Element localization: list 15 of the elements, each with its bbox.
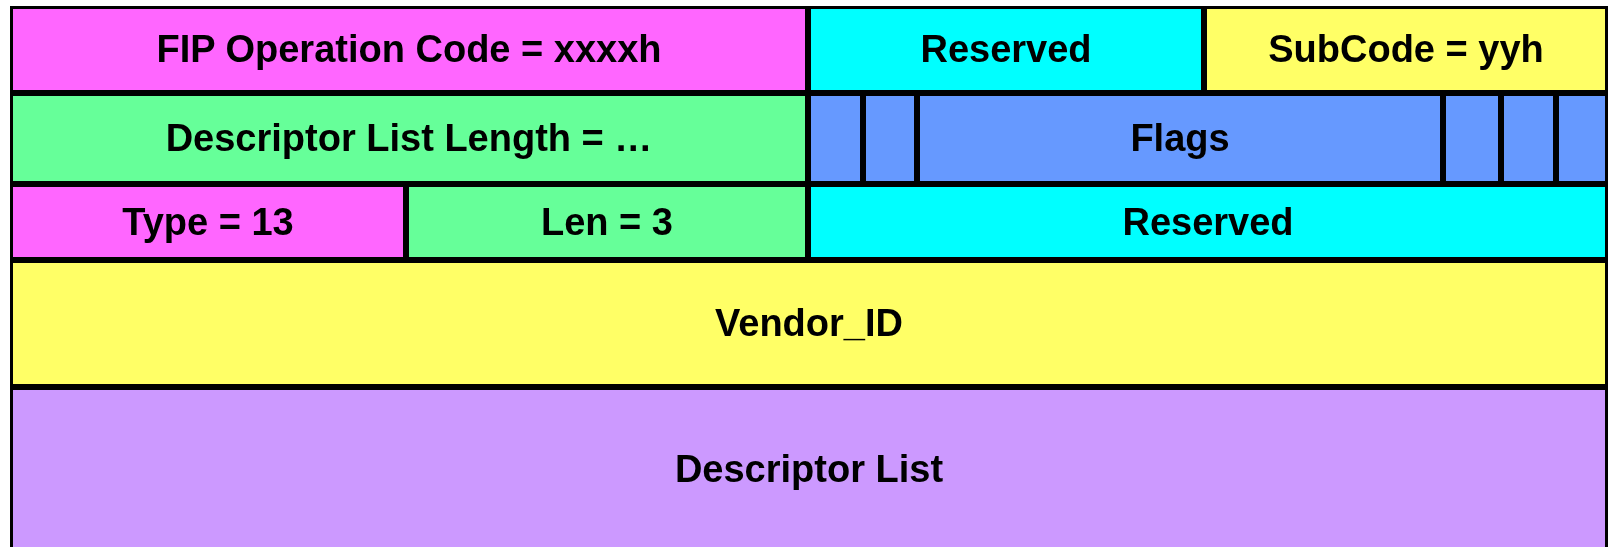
- field-cell: Reserved: [808, 6, 1204, 93]
- bit-cell: [863, 93, 917, 184]
- field-cell: Reserved: [808, 184, 1608, 260]
- field-cell: Type = 13: [10, 184, 406, 260]
- bit-cell: [808, 93, 863, 184]
- field-cell: FIP Operation Code = xxxxh: [10, 6, 808, 93]
- field-cell: Flags: [917, 93, 1443, 184]
- field-cell: Descriptor List Length = …: [10, 93, 808, 184]
- field-cell: SubCode = yyh: [1204, 6, 1608, 93]
- field-cell: Descriptor List: [10, 387, 1608, 547]
- bit-cell: [1556, 93, 1608, 184]
- bit-cell: [1501, 93, 1556, 184]
- bit-cell: [1443, 93, 1501, 184]
- field-cell: Vendor_ID: [10, 260, 1608, 387]
- field-cell: Len = 3: [406, 184, 808, 260]
